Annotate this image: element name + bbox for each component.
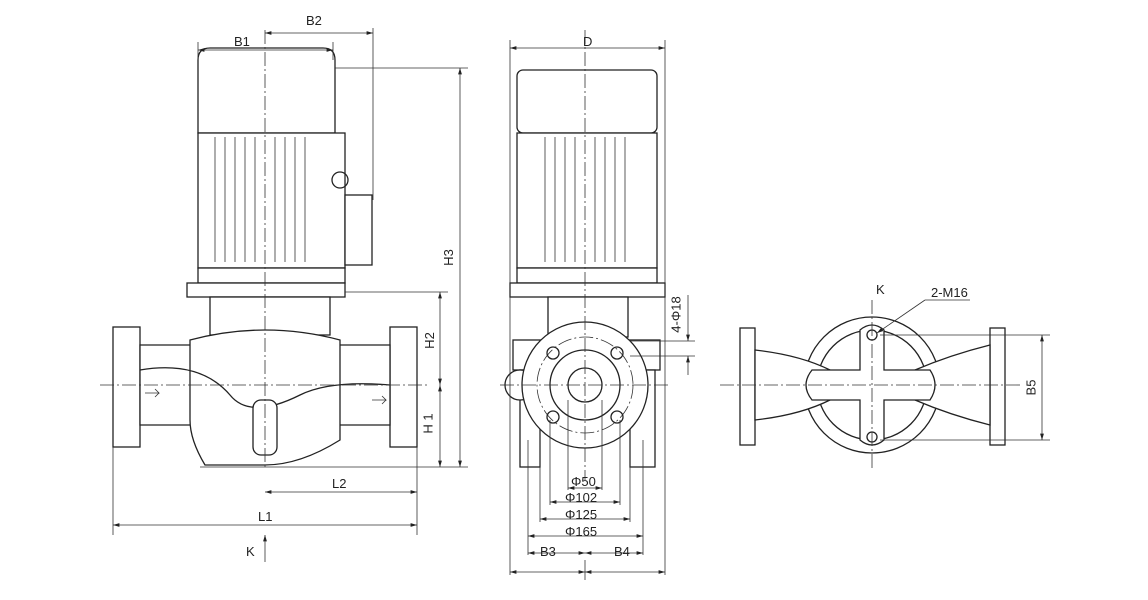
pump-volute [189, 329, 341, 466]
base-plate [509, 282, 666, 298]
bolts-label: 2-M16 [931, 285, 968, 300]
dim-h3-label: H3 [440, 249, 456, 266]
dim-phi50-label: Φ50 [571, 474, 596, 489]
dim-h2-label: H2 [421, 332, 437, 349]
base-plate [186, 282, 346, 298]
inlet-flange [739, 327, 756, 446]
dim-h1-label: H 1 [420, 413, 436, 434]
dim-phi102-label: Φ102 [565, 490, 598, 505]
dim-phi125-label: Φ125 [565, 507, 598, 522]
side-view [500, 30, 695, 580]
outlet-flange [989, 327, 1006, 446]
bracket [209, 296, 331, 336]
dim-phi165-label: Φ165 [565, 524, 598, 539]
dim-l2-label: L2 [332, 476, 347, 491]
top-view-k-label: K [876, 282, 885, 297]
view-k-arrow-label: K [246, 544, 255, 559]
dim-b2-label: B2 [306, 13, 322, 28]
terminal-box [344, 194, 373, 266]
dim-b4-label: B4 [614, 544, 630, 559]
top-view-k [720, 299, 1050, 470]
dim-d-label: D [583, 34, 593, 49]
motor-body [197, 132, 346, 269]
motor-body [516, 132, 658, 269]
lifting-eye [331, 171, 349, 189]
dim-l1-label: L1 [258, 509, 273, 524]
motor-fan-cover [516, 69, 658, 134]
dim-holes-label: 4-Φ18 [668, 296, 684, 333]
dim-b5-label: B5 [1023, 379, 1039, 396]
dim-b3-label: B3 [540, 544, 556, 559]
inlet-flange [112, 326, 141, 448]
motor-fan-cover [197, 47, 336, 134]
outlet-flange [389, 326, 418, 448]
dim-b1-label: B1 [234, 34, 250, 49]
front-view [100, 28, 468, 562]
